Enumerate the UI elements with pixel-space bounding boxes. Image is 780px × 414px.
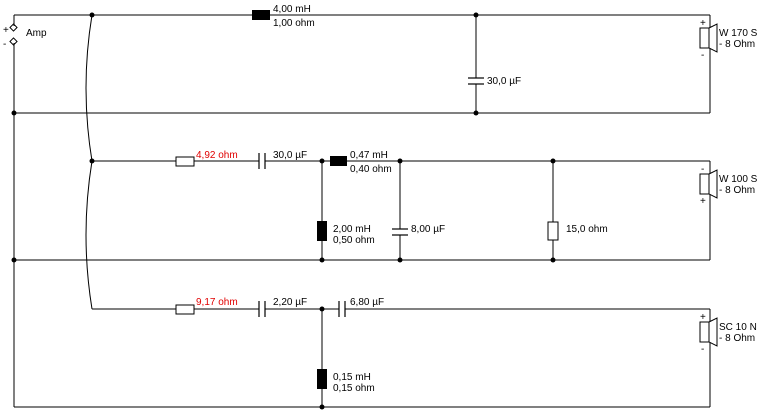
speaker-icon bbox=[699, 321, 710, 343]
top-speaker-minus: - bbox=[701, 50, 704, 61]
amp-minus-sign: - bbox=[3, 39, 6, 50]
mid-shunt-inductor-resistance: 0,50 ohm bbox=[333, 235, 375, 246]
bot-speaker-minus: - bbox=[701, 344, 704, 355]
speaker-cone-icon bbox=[708, 317, 718, 347]
speaker-cone-icon bbox=[708, 169, 718, 199]
amp-plus-sign: + bbox=[3, 25, 9, 36]
bot-shunt-inductor-value: 0,15 mH bbox=[333, 372, 371, 383]
junction-dots bbox=[11, 12, 556, 410]
mid-shunt-inductor[interactable] bbox=[317, 221, 327, 241]
bot-speaker-impedance: - 8 Ohm bbox=[719, 333, 755, 344]
branch-top: 4,00 mH 1,00 ohm 30,0 µF + - W 170 S - 8… bbox=[252, 4, 758, 113]
branch-mid: 4,92 ohm 30,0 µF 0,47 mH 0,40 ohm 2,00 m… bbox=[175, 150, 758, 260]
bot-series-resistor-value: 9,17 ohm bbox=[196, 297, 238, 308]
bot-speaker-name: SC 10 N bbox=[719, 322, 757, 333]
top-inductor-resistance: 1,00 ohm bbox=[273, 18, 315, 29]
speaker-sc10n[interactable] bbox=[699, 317, 718, 347]
mid-shunt-capacitor-value: 8,00 µF bbox=[411, 224, 445, 235]
speaker-icon bbox=[699, 27, 710, 49]
bot-series-resistor[interactable] bbox=[175, 304, 195, 315]
mid-series-inductor-resistance: 0,40 ohm bbox=[350, 164, 392, 175]
amp-label: Amp bbox=[26, 28, 47, 39]
branch-bottom: 9,17 ohm 2,20 µF 6,80 µF 0,15 mH 0,15 oh… bbox=[175, 297, 757, 407]
junction-dot bbox=[89, 158, 95, 164]
mid-series-capacitor-value: 30,0 µF bbox=[273, 150, 307, 161]
amp-minus-terminal[interactable] bbox=[9, 37, 18, 46]
top-inductor[interactable] bbox=[252, 10, 270, 20]
mid-series-inductor-value: 0,47 mH bbox=[350, 150, 388, 161]
mid-shunt-inductor-value: 2,00 mH bbox=[333, 224, 371, 235]
top-capacitor-value: 30,0 µF bbox=[487, 76, 521, 87]
mid-series-resistor[interactable] bbox=[175, 156, 195, 167]
bot-series-capacitor2-value: 6,80 µF bbox=[350, 297, 384, 308]
amp-terminals: + - Amp bbox=[3, 23, 47, 50]
bot-shunt-inductor[interactable] bbox=[317, 369, 327, 389]
speaker-icon bbox=[699, 173, 710, 195]
mid-series-inductor[interactable] bbox=[330, 156, 347, 166]
mid-shunt-resistor[interactable] bbox=[547, 221, 559, 241]
junction-dot bbox=[89, 12, 95, 18]
top-speaker-impedance: - 8 Ohm bbox=[719, 39, 755, 50]
mid-speaker-name: W 100 S bbox=[719, 174, 758, 185]
top-speaker-name: W 170 S bbox=[719, 28, 758, 39]
main-wires bbox=[13, 14, 711, 408]
bot-shunt-inductor-resistance: 0,15 ohm bbox=[333, 383, 375, 394]
mid-speaker-impedance: - 8 Ohm bbox=[719, 185, 755, 196]
bot-speaker-plus: + bbox=[700, 312, 706, 323]
speaker-w170s[interactable] bbox=[699, 23, 718, 53]
mid-speaker-minus: - bbox=[701, 164, 704, 175]
bot-series-capacitor1-value: 2,20 µF bbox=[273, 297, 307, 308]
amp-plus-terminal[interactable] bbox=[9, 23, 18, 32]
junction-dot bbox=[11, 110, 17, 116]
mid-speaker-plus: + bbox=[700, 196, 706, 207]
speaker-w100s[interactable] bbox=[699, 169, 718, 199]
mid-series-resistor-value: 4,92 ohm bbox=[196, 150, 238, 161]
top-speaker-plus: + bbox=[700, 18, 706, 29]
mid-shunt-resistor-value: 15,0 ohm bbox=[566, 224, 608, 235]
top-inductor-value: 4,00 mH bbox=[273, 4, 311, 15]
speaker-cone-icon bbox=[708, 23, 718, 53]
junction-dot bbox=[11, 257, 17, 263]
